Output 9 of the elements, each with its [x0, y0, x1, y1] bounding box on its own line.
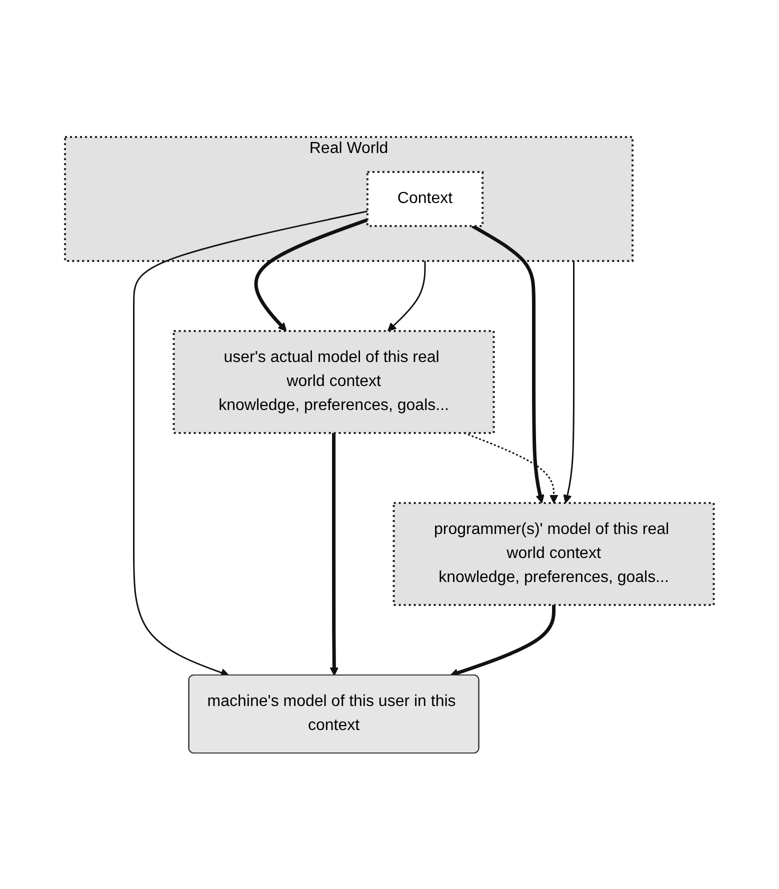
arrow [330, 432, 339, 676]
arrow [464, 432, 558, 503]
arrow [254, 218, 368, 331]
arrow [388, 260, 426, 331]
node-box: Context [366, 170, 484, 226]
node-box: programmer(s)' model of this real world context knowledge, preferences, goals... [392, 502, 715, 606]
arrow [563, 260, 575, 503]
node-box: user's actual model of this real world context knowledge, preferences, goals... [172, 330, 495, 434]
arrow [133, 210, 368, 676]
